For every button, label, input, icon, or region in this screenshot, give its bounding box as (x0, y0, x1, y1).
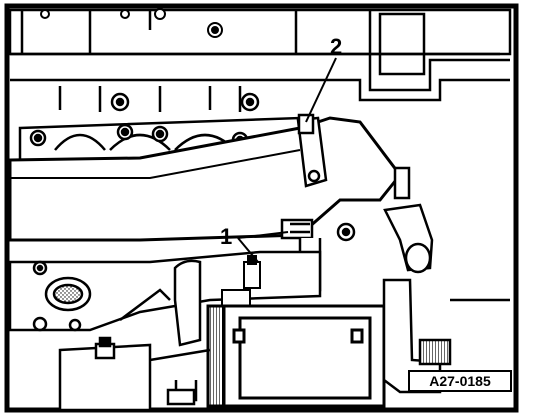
right-elbow-pipe (336, 166, 434, 274)
vertical-hose (166, 259, 202, 406)
figure-reference-code: A27-0185 (408, 370, 512, 392)
bottom-fittings (58, 288, 211, 412)
valve-cover (10, 78, 510, 112)
right-bottom-bracket (382, 278, 510, 394)
leader-lines (237, 57, 337, 263)
cylinder-head (8, 8, 512, 92)
figure-frame (4, 3, 519, 413)
callout-2: 2 (330, 34, 342, 59)
leader-line-1b (237, 237, 259, 263)
leader-line-2 (305, 57, 337, 123)
top-bolts (40, 8, 223, 38)
lower-housing (206, 304, 386, 408)
sensor (221, 255, 261, 311)
leader-line-1a (237, 231, 289, 239)
hose-clamp-2 (296, 113, 328, 188)
left-lower-hose (8, 250, 322, 332)
callout-1: 1 (220, 224, 232, 249)
